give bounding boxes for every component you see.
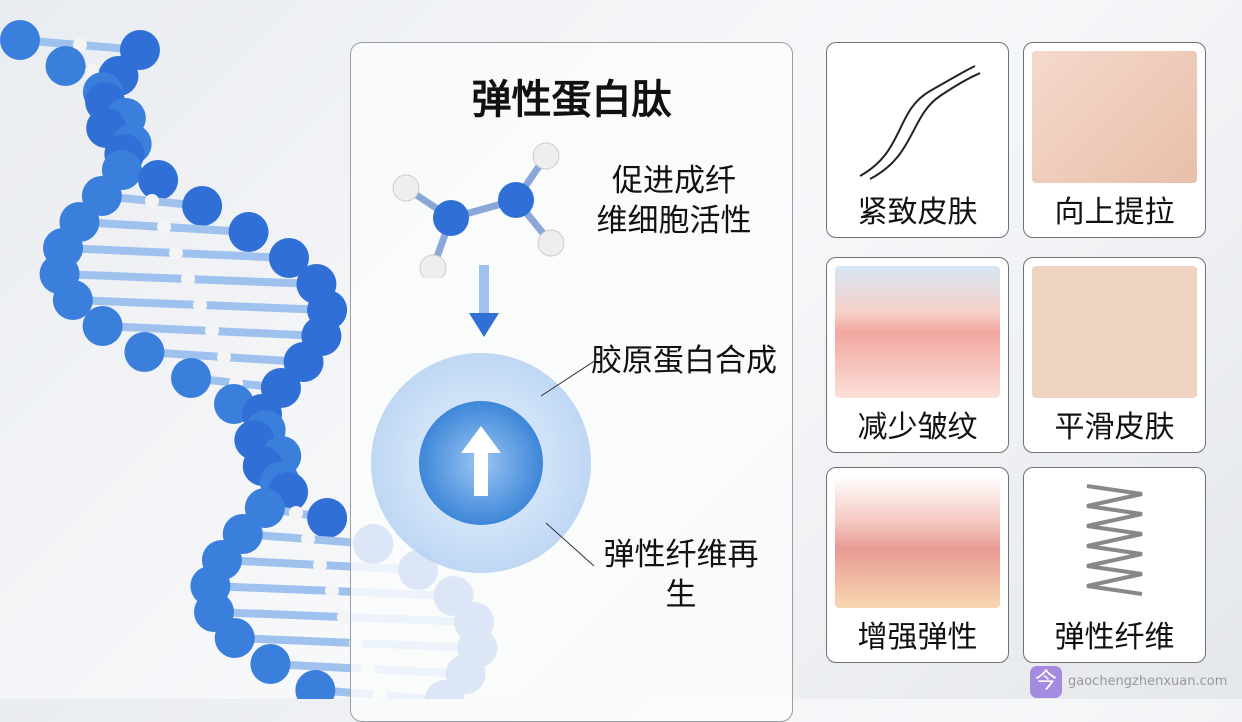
smooth-skin-image: [1032, 266, 1197, 398]
helix-bead: [301, 532, 315, 546]
card-enhance-elasticity: 增强弹性: [826, 467, 1009, 663]
face-skin-image: [1032, 51, 1197, 183]
skin-layer-image: [835, 266, 1000, 398]
helix-bead: [157, 220, 171, 234]
helix-node: [171, 358, 212, 398]
helix-bead: [145, 194, 159, 208]
helix-bead: [289, 506, 303, 520]
spring-icon: [1086, 484, 1143, 596]
watermark-logo: 今: [1030, 666, 1062, 698]
helix-node: [45, 46, 86, 86]
card-reduce-wrinkles: 减少皱纹: [826, 257, 1009, 453]
card-caption: 向上提拉: [1054, 195, 1175, 230]
helix-bead: [181, 272, 195, 286]
card-caption: 紧致皮肤: [857, 195, 978, 230]
card-smooth-skin: 平滑皮肤: [1023, 257, 1206, 453]
step-elastin-line-2: 生: [665, 577, 697, 613]
helix-node: [82, 306, 123, 346]
helix-bead: [205, 324, 219, 338]
helix-node: [124, 332, 165, 372]
helix-node: [250, 644, 291, 684]
helix-node: [138, 160, 179, 200]
helix-node: [244, 488, 285, 528]
skin-cross-section-image: [835, 476, 1000, 608]
helix-bead: [313, 558, 327, 572]
helix-node: [81, 176, 122, 216]
helix-bead: [193, 298, 207, 312]
page-title: 弹性蛋白肽: [471, 77, 672, 123]
step-fibroblast-line-2: 维细胞活性: [596, 203, 752, 239]
arrow-down-icon: [469, 265, 499, 337]
card-elastic-fiber: 弹性纤维: [1023, 467, 1206, 663]
peptide-molecule-icon: [392, 142, 565, 278]
helix-node: [52, 280, 93, 320]
helix-bead: [325, 584, 339, 598]
step-collagen-label: 胶原蛋白合成: [591, 343, 777, 379]
helix-bead: [217, 350, 231, 364]
helix-node: [307, 498, 348, 538]
helix-bead: [337, 610, 351, 624]
step-fibroblast-label: 促进成纤维细胞活性: [579, 161, 769, 241]
helix-node: [182, 186, 223, 226]
step-elastin-line-1: 弹性纤维再: [603, 537, 759, 573]
watermark-text: gaochengzhenxuan.com: [1068, 674, 1228, 689]
card-lift: 向上提拉: [1023, 42, 1206, 238]
curve-line-icon: [859, 65, 981, 180]
card-firm-skin: 紧致皮肤: [826, 42, 1009, 238]
helix-node: [214, 618, 255, 658]
helix-node: [228, 212, 269, 252]
card-caption: 弹性纤维: [1054, 620, 1175, 655]
cell-illustration: [371, 353, 596, 573]
step-fibroblast-line-1: 促进成纤: [612, 163, 736, 199]
helix-node: [283, 342, 324, 382]
helix-bead: [169, 246, 183, 260]
step-elastin-label: 弹性纤维再生: [581, 535, 781, 615]
helix-node: [0, 20, 40, 60]
helix-node: [268, 238, 309, 278]
card-caption: 减少皱纹: [857, 410, 978, 445]
card-caption: 平滑皮肤: [1054, 410, 1175, 445]
helix-node: [295, 670, 336, 699]
arrow-up-icon: [461, 426, 501, 496]
mechanism-panel: 弹性蛋白肽 促进成纤维细胞活性 胶原蛋白合成 弹性纤维再生: [350, 42, 793, 722]
card-caption: 增强弹性: [857, 620, 978, 655]
helix-bead: [73, 38, 87, 52]
